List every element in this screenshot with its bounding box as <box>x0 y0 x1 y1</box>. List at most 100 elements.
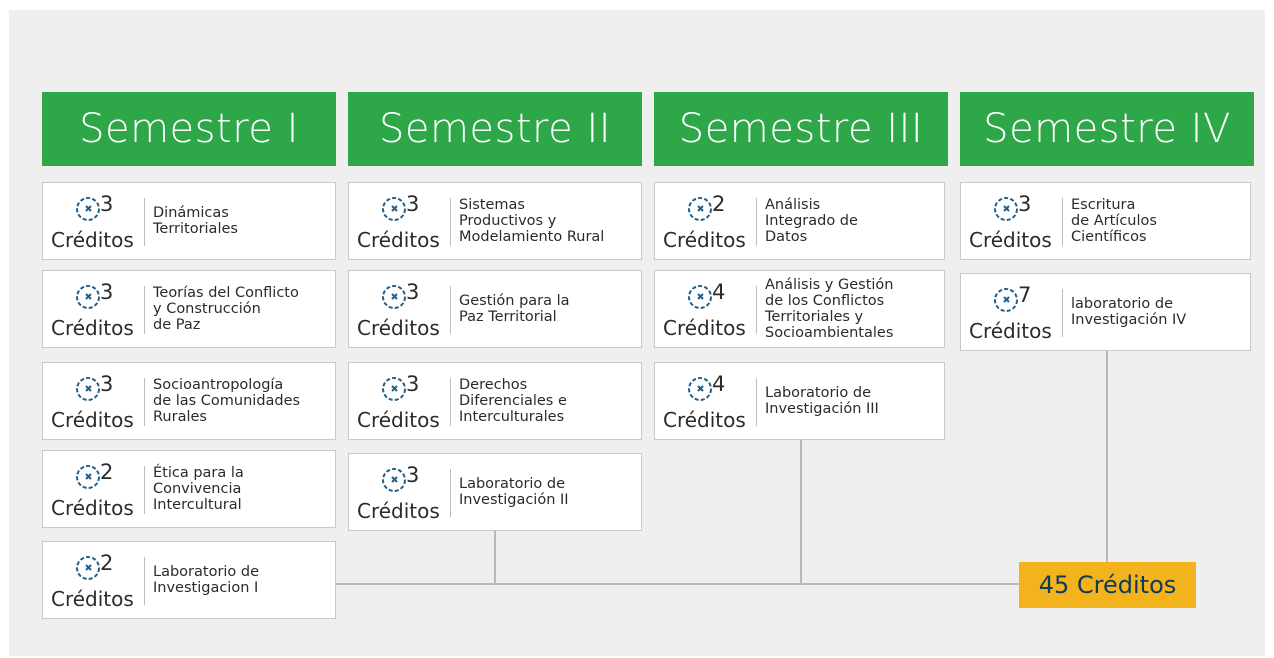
card-divider <box>450 286 451 334</box>
clock-cycle-icon <box>688 377 712 401</box>
credit-number: 7 <box>1018 283 1032 307</box>
course-name: Análisis Integrado de Datos <box>765 197 858 245</box>
course-name: Ética para la Convivencia Intercultural <box>153 465 244 513</box>
credit-number: 3 <box>100 280 114 304</box>
course-name: Dinámicas Territoriales <box>153 205 238 237</box>
credit-number: 4 <box>712 280 726 304</box>
card-divider <box>144 198 145 246</box>
credit-label: Créditos <box>663 228 746 252</box>
credit-label: Créditos <box>969 319 1052 343</box>
credit-badge: 7 Créditos <box>961 274 1061 350</box>
connector-horizontal <box>336 583 1020 585</box>
course-card: 3 Créditos Teorías del Conflicto y Const… <box>42 270 336 348</box>
credit-number: 3 <box>100 372 114 396</box>
course-name: Sistemas Productivos y Modelamiento Rura… <box>459 197 605 245</box>
course-card: 4 Créditos Análisis y Gestión de los Con… <box>654 270 945 348</box>
credit-number: 2 <box>712 192 726 216</box>
credit-badge: 3 Créditos <box>349 183 449 259</box>
course-card: 2 Créditos Análisis Integrado de Datos <box>654 182 945 260</box>
course-card: 7 Créditos laboratorio de Investigación … <box>960 273 1251 351</box>
total-credits-badge: 45 Créditos <box>1019 562 1196 608</box>
connector-semestre-4 <box>1106 351 1108 563</box>
card-divider <box>450 198 451 246</box>
credit-label: Créditos <box>663 408 746 432</box>
course-name: Escritura de Artículos Científicos <box>1071 197 1157 245</box>
credit-label: Créditos <box>51 587 134 611</box>
credit-label: Créditos <box>51 496 134 520</box>
card-divider <box>1062 198 1063 246</box>
semester-1-header: Semestre I <box>42 92 336 166</box>
credit-label: Créditos <box>357 316 440 340</box>
credit-badge: 3 Créditos <box>349 271 449 347</box>
course-card: 2 Créditos Ética para la Convivencia Int… <box>42 450 336 528</box>
credit-label: Créditos <box>663 316 746 340</box>
credit-label: Créditos <box>969 228 1052 252</box>
credit-number: 3 <box>100 192 114 216</box>
card-divider <box>144 557 145 605</box>
credit-badge: 3 Créditos <box>349 454 449 530</box>
semester-4-header: Semestre IV <box>960 92 1254 166</box>
credit-badge: 3 Créditos <box>43 271 143 347</box>
clock-cycle-icon <box>382 377 406 401</box>
clock-cycle-icon <box>688 197 712 221</box>
credit-badge: 4 Créditos <box>655 363 755 439</box>
clock-cycle-icon <box>76 377 100 401</box>
course-card: 3 Créditos Sistemas Productivos y Modela… <box>348 182 642 260</box>
clock-cycle-icon <box>76 285 100 309</box>
credit-badge: 3 Créditos <box>961 183 1061 259</box>
course-name: Gestión para la Paz Territorial <box>459 293 570 325</box>
course-card: 3 Créditos Laboratorio de Investigación … <box>348 453 642 531</box>
credit-number: 3 <box>406 280 420 304</box>
connector-semestre-3 <box>800 439 802 584</box>
clock-cycle-icon <box>76 197 100 221</box>
credit-badge: 2 Créditos <box>655 183 755 259</box>
credit-label: Créditos <box>51 316 134 340</box>
clock-cycle-icon <box>382 468 406 492</box>
credit-number: 3 <box>406 372 420 396</box>
clock-cycle-icon <box>76 465 100 489</box>
credit-label: Créditos <box>357 499 440 523</box>
course-card: 3 Créditos Derechos Diferenciales e Inte… <box>348 362 642 440</box>
credit-badge: 3 Créditos <box>43 183 143 259</box>
course-card: 3 Créditos Gestión para la Paz Territori… <box>348 270 642 348</box>
course-name: Laboratorio de Investigación III <box>765 385 879 417</box>
clock-cycle-icon <box>382 197 406 221</box>
card-divider <box>756 286 757 334</box>
course-name: laboratorio de Investigación IV <box>1071 296 1187 328</box>
card-divider <box>144 286 145 334</box>
course-name: Socioantropología de las Comunidades Rur… <box>153 377 301 425</box>
credit-number: 2 <box>100 551 114 575</box>
credit-label: Créditos <box>357 228 440 252</box>
clock-cycle-icon <box>994 288 1018 312</box>
credit-label: Créditos <box>51 228 134 252</box>
course-name: Derechos Diferenciales e Interculturales <box>459 377 567 425</box>
card-divider <box>1062 289 1063 337</box>
semester-2-header: Semestre II <box>348 92 642 166</box>
credit-badge: 3 Créditos <box>349 363 449 439</box>
credit-label: Créditos <box>357 408 440 432</box>
credit-label: Créditos <box>51 408 134 432</box>
course-card: 3 Créditos Socioantropología de las Comu… <box>42 362 336 440</box>
clock-cycle-icon <box>76 556 100 580</box>
credit-number: 3 <box>1018 192 1032 216</box>
semester-3-header: Semestre III <box>654 92 948 166</box>
card-divider <box>756 198 757 246</box>
clock-cycle-icon <box>382 285 406 309</box>
credit-badge: 2 Créditos <box>43 542 143 618</box>
course-card: 4 Créditos Laboratorio de Investigación … <box>654 362 945 440</box>
course-name: Laboratorio de Investigación II <box>459 476 569 508</box>
card-divider <box>450 378 451 426</box>
credit-number: 2 <box>100 460 114 484</box>
course-card: 2 Créditos Laboratorio de Investigacion … <box>42 541 336 619</box>
course-card: 3 Créditos Dinámicas Territoriales <box>42 182 336 260</box>
clock-cycle-icon <box>688 285 712 309</box>
course-name: Teorías del Conflicto y Construcción de … <box>153 285 299 333</box>
connector-semestre-2 <box>494 531 496 584</box>
credit-badge: 3 Créditos <box>43 363 143 439</box>
card-divider <box>144 466 145 514</box>
clock-cycle-icon <box>994 197 1018 221</box>
credit-number: 3 <box>406 463 420 487</box>
card-divider <box>756 378 757 426</box>
course-name: Análisis y Gestión de los Conflictos Ter… <box>765 277 894 341</box>
credit-badge: 4 Créditos <box>655 271 755 347</box>
